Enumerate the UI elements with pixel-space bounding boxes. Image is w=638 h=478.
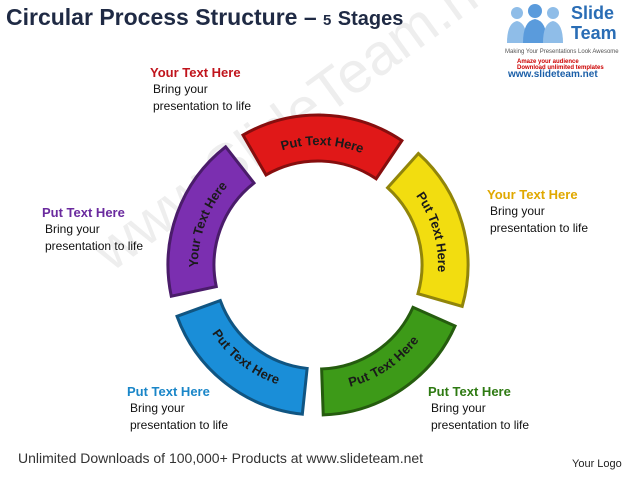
callout-heading: Put Text Here xyxy=(428,384,511,399)
brand-tagline: Making Your Presentations Look Awesome xyxy=(505,49,619,55)
ring-segment-1 xyxy=(240,113,404,181)
callout-left: Put Text Here Bring your presentation to… xyxy=(42,204,143,255)
title-dash: – xyxy=(303,4,317,30)
callout-body: presentation to life xyxy=(490,221,589,235)
callout-heading: Put Text Here xyxy=(42,205,125,220)
title-stages: Stages xyxy=(337,8,404,30)
callout-top: Your Text Here Bring your presentation t… xyxy=(150,64,251,115)
callout-bottom-right: Put Text Here Bring your presentation to… xyxy=(428,383,529,434)
brand-amaze-text: Amaze your audience xyxy=(517,59,579,65)
callout-body: Bring your xyxy=(431,401,486,415)
callout-body: Bring your xyxy=(153,82,208,96)
callout-body: presentation to life xyxy=(431,418,530,432)
callout-heading: Your Text Here xyxy=(150,65,241,80)
brand-url: www.slideteam.net xyxy=(508,69,598,80)
ring-segment-4 xyxy=(175,298,309,416)
callout-body: presentation to life xyxy=(153,99,252,113)
callout-heading: Your Text Here xyxy=(487,187,578,202)
callout-right: Your Text Here Bring your presentation t… xyxy=(487,186,588,237)
brand-download-text: Download unlimited templates xyxy=(517,65,604,71)
callout-body: presentation to life xyxy=(45,239,144,253)
people-icon xyxy=(507,4,563,43)
brand-amaze: Amaze your audience Download unlimited t… xyxy=(517,59,604,71)
page-title: Circular Process Structure – 5 Stages xyxy=(6,4,403,31)
callout-body: Bring your xyxy=(45,222,100,236)
callout-body: Bring your xyxy=(130,401,185,415)
callout-body: presentation to life xyxy=(130,418,229,432)
ring-segment-3 xyxy=(320,305,458,417)
slideteam-logo: Slide Team Making Your Presentations Loo… xyxy=(505,3,635,83)
ring-segment-5 xyxy=(166,144,257,298)
ring-segment-2 xyxy=(385,151,470,309)
title-main: Circular Process Structure xyxy=(6,4,298,30)
callout-body: Bring your xyxy=(490,204,545,218)
footer-text: Unlimited Downloads of 100,000+ Products… xyxy=(18,450,424,466)
callout-bottom-left: Put Text Here Bring your presentation to… xyxy=(127,383,228,434)
brand-word-slide: Slide xyxy=(571,3,615,23)
brand-word-team: Team xyxy=(571,23,617,43)
callout-heading: Put Text Here xyxy=(127,384,210,399)
title-number: 5 xyxy=(323,12,332,29)
your-logo-placeholder: Your Logo xyxy=(572,458,622,470)
